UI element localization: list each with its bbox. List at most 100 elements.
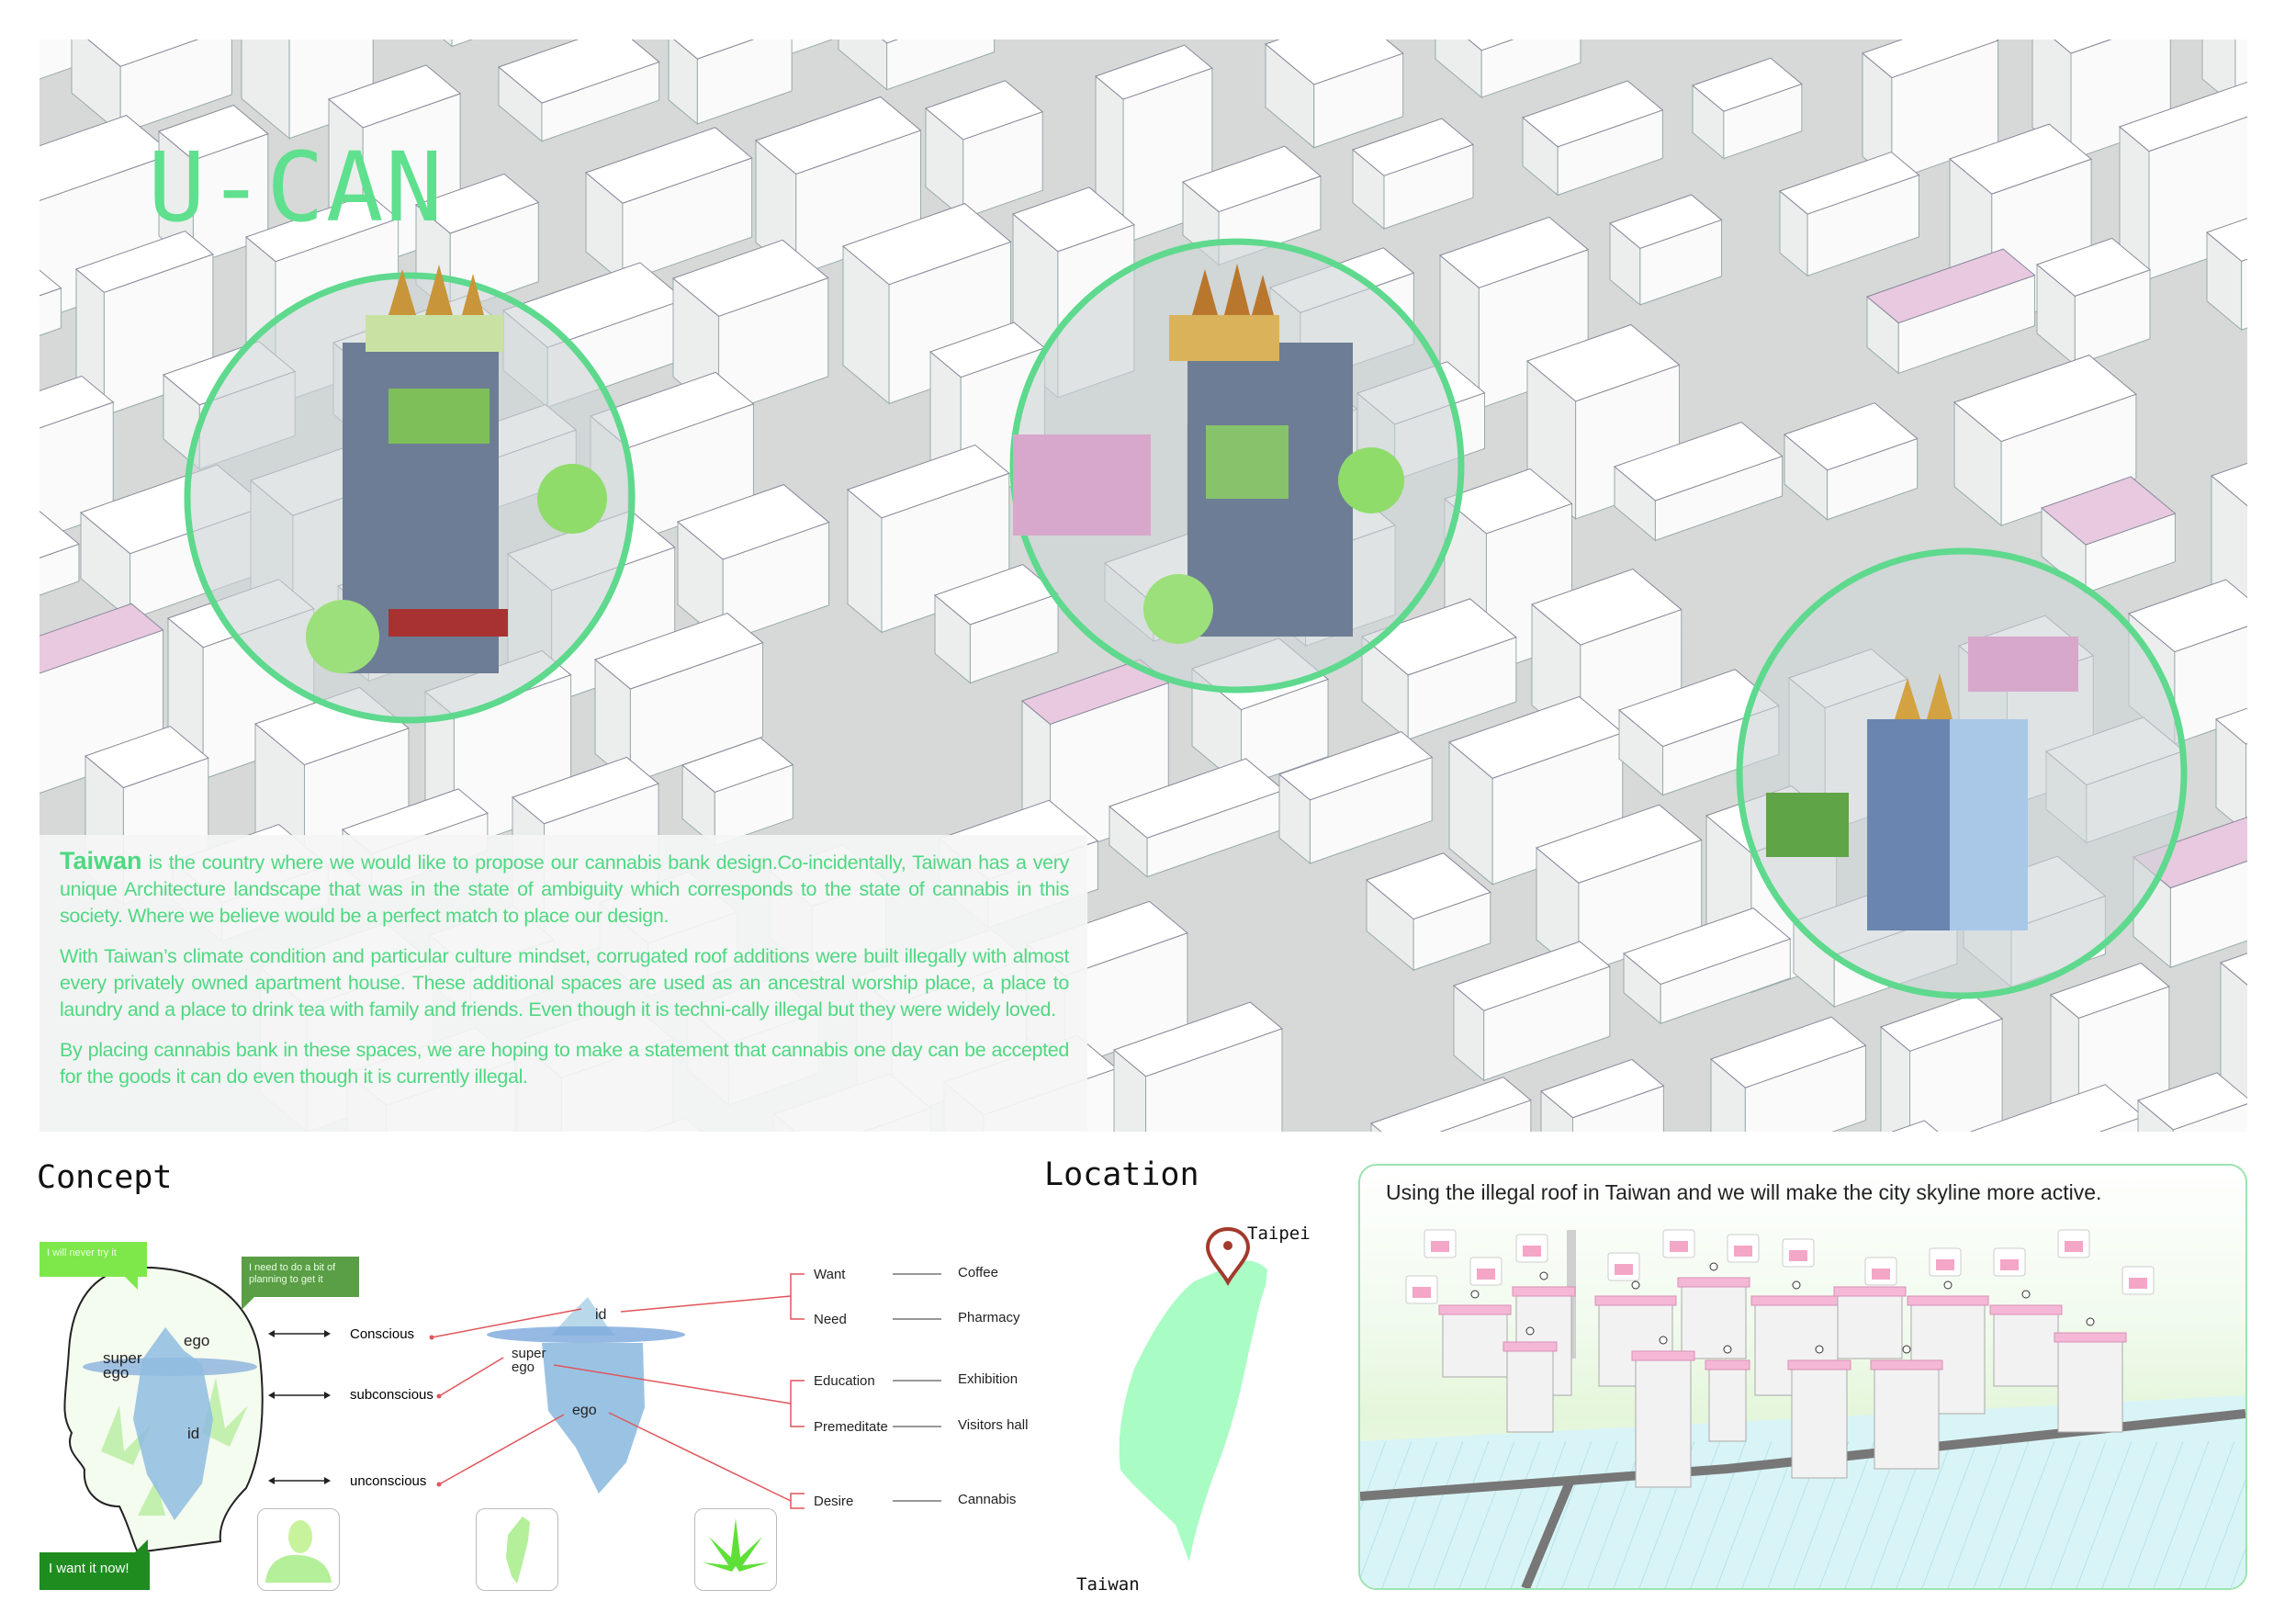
project-title: U-CAN bbox=[148, 131, 445, 243]
building bbox=[585, 127, 753, 284]
level-arrows bbox=[270, 1333, 329, 1482]
country-label-taiwan: Taiwan bbox=[1076, 1574, 1140, 1595]
roof-activity-icon bbox=[1929, 1247, 1962, 1277]
speech-bubble-ego: I need to do a bit of planning to get it bbox=[242, 1257, 359, 1310]
building bbox=[1265, 39, 1404, 149]
iceberg-label-super-ego: ego bbox=[512, 1359, 535, 1375]
building bbox=[1779, 151, 1920, 277]
building bbox=[838, 39, 996, 91]
building bbox=[1614, 422, 1784, 542]
taiwan-map bbox=[1119, 1226, 1267, 1562]
building bbox=[1953, 355, 2137, 527]
building bbox=[498, 39, 660, 142]
building bbox=[681, 737, 794, 847]
building bbox=[2215, 707, 2247, 834]
speech-bubble-id: I want it now! bbox=[39, 1539, 150, 1590]
skyline-building bbox=[1631, 1336, 1695, 1488]
speech-bubble-superego: I will never try it bbox=[39, 1242, 147, 1290]
roof-pin-icon bbox=[1539, 1271, 1548, 1280]
building bbox=[1522, 80, 1664, 197]
building bbox=[1880, 994, 2004, 1132]
axonometric-city-view: U-CAN bbox=[39, 39, 2247, 1132]
building bbox=[39, 269, 62, 336]
building bbox=[1784, 402, 1919, 521]
building bbox=[2036, 237, 2151, 367]
roof-activity-icon bbox=[1405, 1275, 1438, 1304]
building bbox=[1710, 1016, 1867, 1132]
iceberg-tip bbox=[551, 1297, 615, 1336]
map-pin-icon bbox=[1205, 1226, 1251, 1287]
intro-p1-text: is the country where we would like to pr… bbox=[60, 851, 1069, 927]
location-heading: Location bbox=[1044, 1156, 1199, 1193]
place-label: Visitors hall bbox=[958, 1417, 1028, 1433]
building bbox=[443, 39, 474, 48]
drive-label: Premeditate bbox=[814, 1419, 888, 1435]
building bbox=[672, 239, 829, 416]
skyline-panel: Using the illegal roof in Taiwan and we … bbox=[1358, 1164, 2247, 1590]
roof-pin-icon bbox=[1470, 1290, 1480, 1299]
intro-paragraph-1: Taiwan is the country where we would lik… bbox=[60, 848, 1069, 930]
red-connectors bbox=[431, 1273, 805, 1509]
roof-pin-icon bbox=[1525, 1326, 1535, 1336]
iceberg-label-id: id bbox=[595, 1307, 606, 1323]
building bbox=[2206, 218, 2247, 332]
building bbox=[925, 80, 1044, 220]
roof-pin-icon bbox=[1792, 1280, 1801, 1290]
concept-heading: Concept bbox=[37, 1159, 173, 1196]
iceberg-body bbox=[542, 1343, 645, 1494]
roof-activity-icon bbox=[2057, 1229, 2090, 1258]
skyline-caption: Using the illegal roof in Taiwan and we … bbox=[1386, 1180, 2102, 1204]
cannabis-leaf-icon bbox=[694, 1508, 777, 1591]
highlight-circles bbox=[184, 238, 2188, 999]
building bbox=[934, 563, 1060, 684]
head-iceberg bbox=[133, 1327, 213, 1520]
building bbox=[1278, 730, 1434, 865]
building bbox=[594, 612, 764, 784]
intro-text-panel: Taiwan is the country where we would lik… bbox=[39, 835, 1087, 1132]
skyline-building bbox=[1870, 1345, 1943, 1470]
site-circle-2 bbox=[1009, 238, 1465, 694]
head-label-ego: ego bbox=[184, 1332, 209, 1349]
taiwan-island-shape bbox=[1119, 1260, 1267, 1562]
building bbox=[1352, 118, 1474, 231]
building bbox=[1361, 598, 1517, 741]
building bbox=[1891, 1120, 1939, 1132]
building bbox=[1113, 1001, 1283, 1132]
building bbox=[1692, 57, 1803, 160]
building bbox=[1435, 39, 1581, 99]
building bbox=[1609, 194, 1723, 306]
roof-activity-icon bbox=[1662, 1229, 1695, 1258]
skyline-building bbox=[1705, 1345, 1750, 1442]
skyline-drawing bbox=[1360, 1229, 2245, 1588]
building bbox=[668, 39, 793, 126]
level-subconscious: subconscious bbox=[350, 1387, 433, 1403]
site-circle-3 bbox=[1736, 547, 2188, 999]
roof-activity-icon bbox=[1993, 1247, 2026, 1277]
level-unconscious: unconscious bbox=[350, 1473, 426, 1489]
roof-pin-icon bbox=[2021, 1290, 2031, 1299]
skyline-building bbox=[1438, 1290, 1512, 1378]
freud-portrait-icon bbox=[257, 1508, 340, 1591]
roof-activity-icon bbox=[1782, 1238, 1815, 1268]
roof-activity-icon bbox=[1424, 1229, 1457, 1258]
level-conscious: Conscious bbox=[350, 1326, 414, 1342]
building bbox=[2041, 476, 2177, 594]
city-label-taipei: Taipei bbox=[1247, 1224, 1311, 1244]
place-label: Coffee bbox=[958, 1265, 998, 1280]
drive-label: Desire bbox=[814, 1494, 853, 1509]
roof-activity-icon bbox=[2122, 1266, 2155, 1295]
head-label-super: super bbox=[103, 1349, 142, 1367]
skyline-building bbox=[1833, 1271, 1907, 1359]
building bbox=[1540, 1058, 1665, 1132]
intro-highlight: Taiwan bbox=[60, 847, 142, 874]
place-label: Pharmacy bbox=[958, 1310, 1020, 1325]
roof-pin-icon bbox=[1723, 1345, 1732, 1354]
roof-activity-icon bbox=[1515, 1234, 1548, 1263]
head-label-super-ego: ego bbox=[103, 1364, 129, 1382]
roof-pin-icon bbox=[1659, 1336, 1668, 1345]
roof-pin-icon bbox=[1631, 1280, 1640, 1290]
building bbox=[1109, 758, 1285, 878]
intro-paragraph-3: By placing cannabis bank in these spaces… bbox=[60, 1039, 1069, 1088]
building bbox=[2137, 1072, 2247, 1132]
